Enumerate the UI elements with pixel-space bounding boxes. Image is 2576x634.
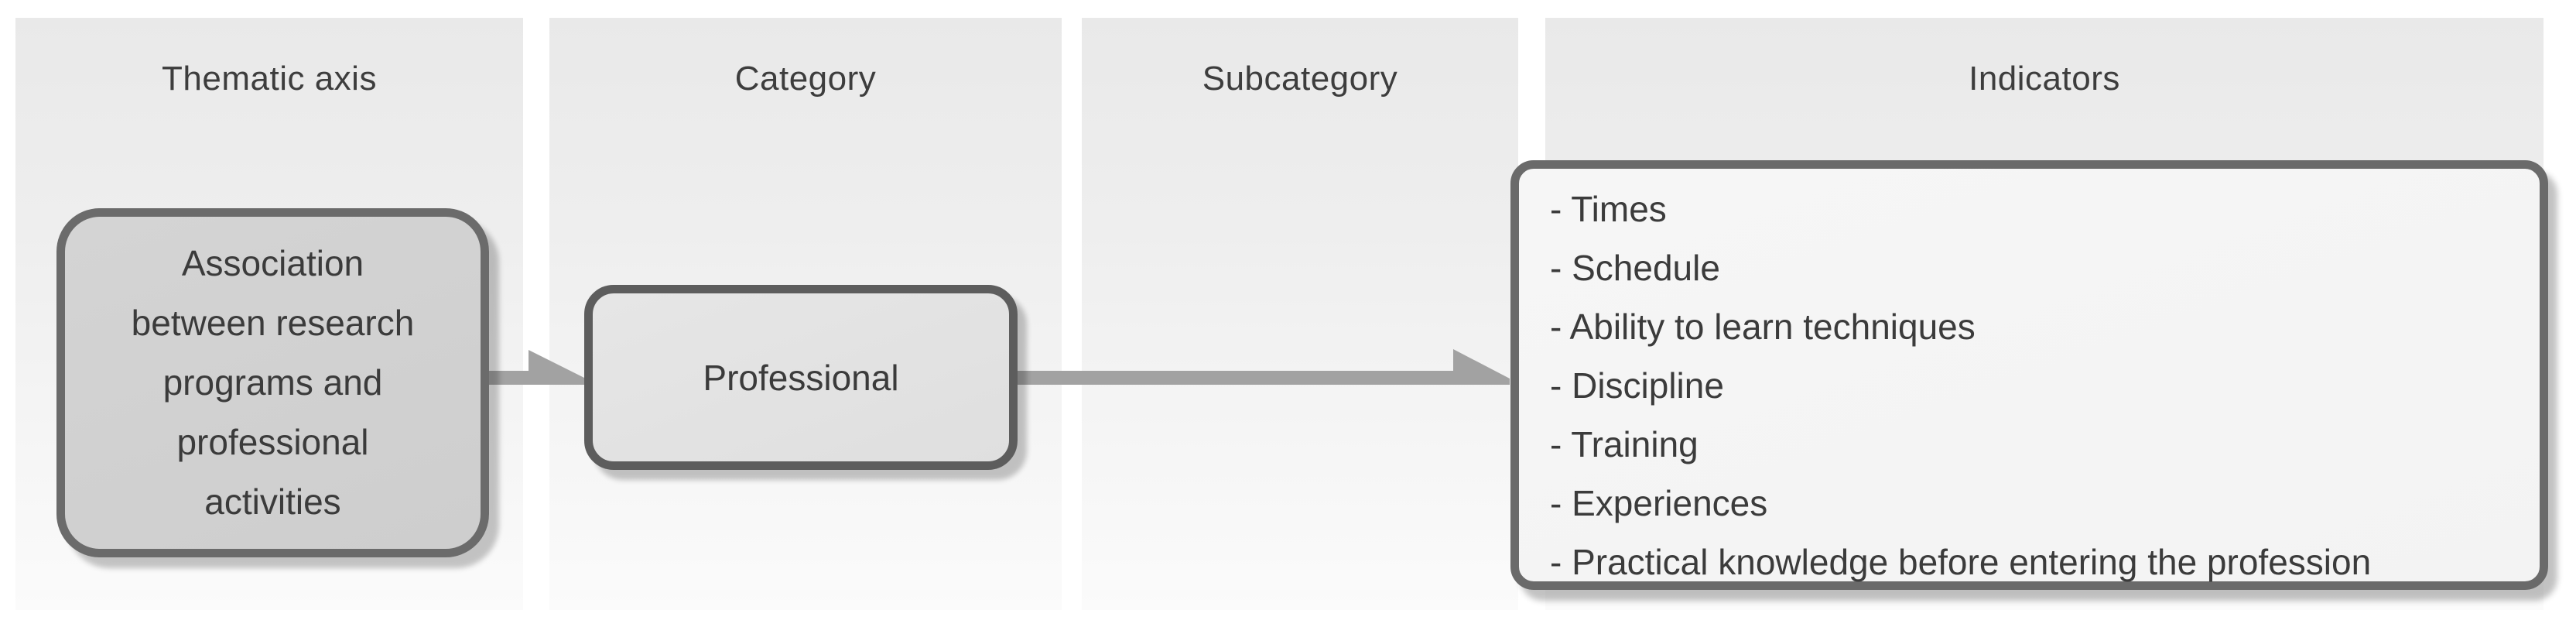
indicator-item: - Practical knowledge before entering th… — [1550, 542, 2372, 582]
column-header-category: Category — [734, 60, 877, 98]
node-label-line: Association — [181, 243, 364, 283]
indicator-item: - Schedule — [1550, 248, 1720, 288]
node-label-line: professional — [176, 422, 369, 462]
indicator-item: - Experiences — [1550, 483, 1768, 523]
node-label: Professional — [703, 357, 899, 398]
node-label-line: between research — [131, 303, 415, 343]
column-header-thematic-axis: Thematic axis — [162, 60, 377, 98]
indicator-item: - Training — [1550, 424, 1699, 464]
node-thematic-axis: Association between research programs an… — [56, 208, 489, 557]
indicator-item: - Ability to learn techniques — [1550, 307, 1976, 347]
node-indicators: - Times - Schedule - Ability to learn te… — [1510, 160, 2548, 590]
node-label-line: activities — [204, 481, 341, 522]
column-header-indicators: Indicators — [1969, 60, 2120, 98]
indicator-item: - Times — [1550, 189, 1667, 229]
column-panel-subcategory: Subcategory — [1082, 18, 1518, 610]
node-category: Professional — [584, 285, 1018, 470]
column-header-subcategory: Subcategory — [1202, 60, 1398, 98]
node-label-line: programs and — [162, 362, 383, 403]
indicator-item: - Discipline — [1550, 365, 1724, 406]
